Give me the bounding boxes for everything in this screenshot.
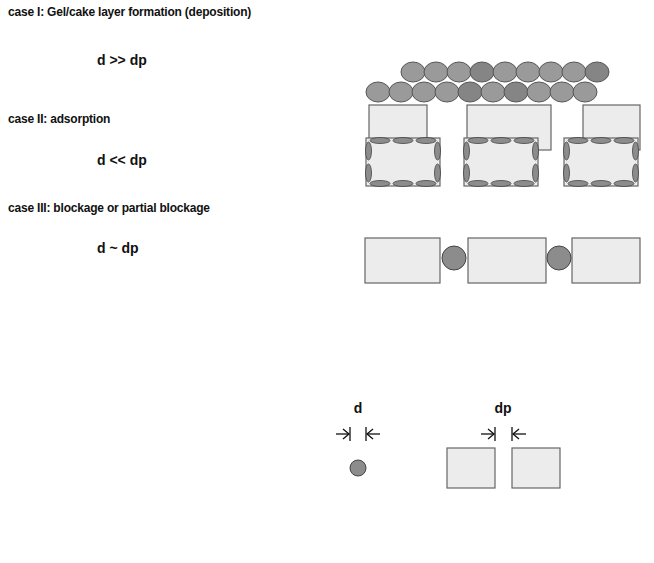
membrane-block-part <box>365 238 440 283</box>
cake-particles-part <box>424 62 448 82</box>
dimension-label: dp <box>494 400 511 416</box>
size-relation: d << dp <box>97 152 147 168</box>
cake-particles-part <box>470 62 494 82</box>
case-heading: case II: adsorption <box>8 113 110 127</box>
cake-particles-part <box>458 82 482 102</box>
cake-particles-part <box>539 62 563 82</box>
dimension-marks <box>336 427 526 441</box>
cake-particles-part <box>389 82 413 102</box>
adsorption-block-part <box>366 138 441 187</box>
cake-particles <box>366 62 609 102</box>
dimension-marks-part <box>336 433 349 434</box>
cake-particles-part <box>516 62 540 82</box>
cake-particles-part <box>435 82 459 102</box>
membrane-block-part <box>468 238 546 283</box>
cake-particles-part <box>366 82 390 102</box>
pore-sample-part <box>447 448 495 488</box>
cake-particles-part <box>550 82 574 102</box>
adsorption-block-part <box>464 138 539 187</box>
pore-sample-part <box>512 448 560 488</box>
pore-sample <box>447 448 560 488</box>
dimension-marks-part <box>481 433 494 434</box>
dimension-marks-part <box>367 433 380 434</box>
dimension-marks-part <box>343 429 349 439</box>
adsorption-block-part <box>564 138 639 187</box>
blocking-particle-part <box>442 246 466 270</box>
case-heading: case I: Gel/cake layer formation (deposi… <box>8 6 251 20</box>
membrane-block-part <box>572 238 640 283</box>
cake-particles-part <box>447 62 471 82</box>
cake-particles-part <box>573 82 597 102</box>
dimension-label: d <box>354 400 363 416</box>
blocking-particle <box>442 246 571 270</box>
blocking-particle-part <box>547 246 571 270</box>
cake-particles-part <box>585 62 609 82</box>
dimension-marks-part <box>513 429 519 439</box>
dimension-marks-part <box>367 429 373 439</box>
particle-sample <box>350 460 366 476</box>
cake-particles-part <box>562 62 586 82</box>
cake-particles-part <box>527 82 551 102</box>
dimension-marks-part <box>513 433 526 434</box>
dimension-marks-part <box>488 429 494 439</box>
membrane-block <box>365 238 640 283</box>
size-relation: d >> dp <box>97 52 147 68</box>
cake-particles-part <box>481 82 505 102</box>
cake-particles-part <box>401 62 425 82</box>
cake-particles-part <box>504 82 528 102</box>
cake-particles-part <box>493 62 517 82</box>
cake-particles-part <box>412 82 436 102</box>
size-relation: d ~ dp <box>97 240 139 256</box>
case-heading: case III: blockage or partial blockage <box>8 202 210 216</box>
adsorption-block <box>366 138 639 187</box>
